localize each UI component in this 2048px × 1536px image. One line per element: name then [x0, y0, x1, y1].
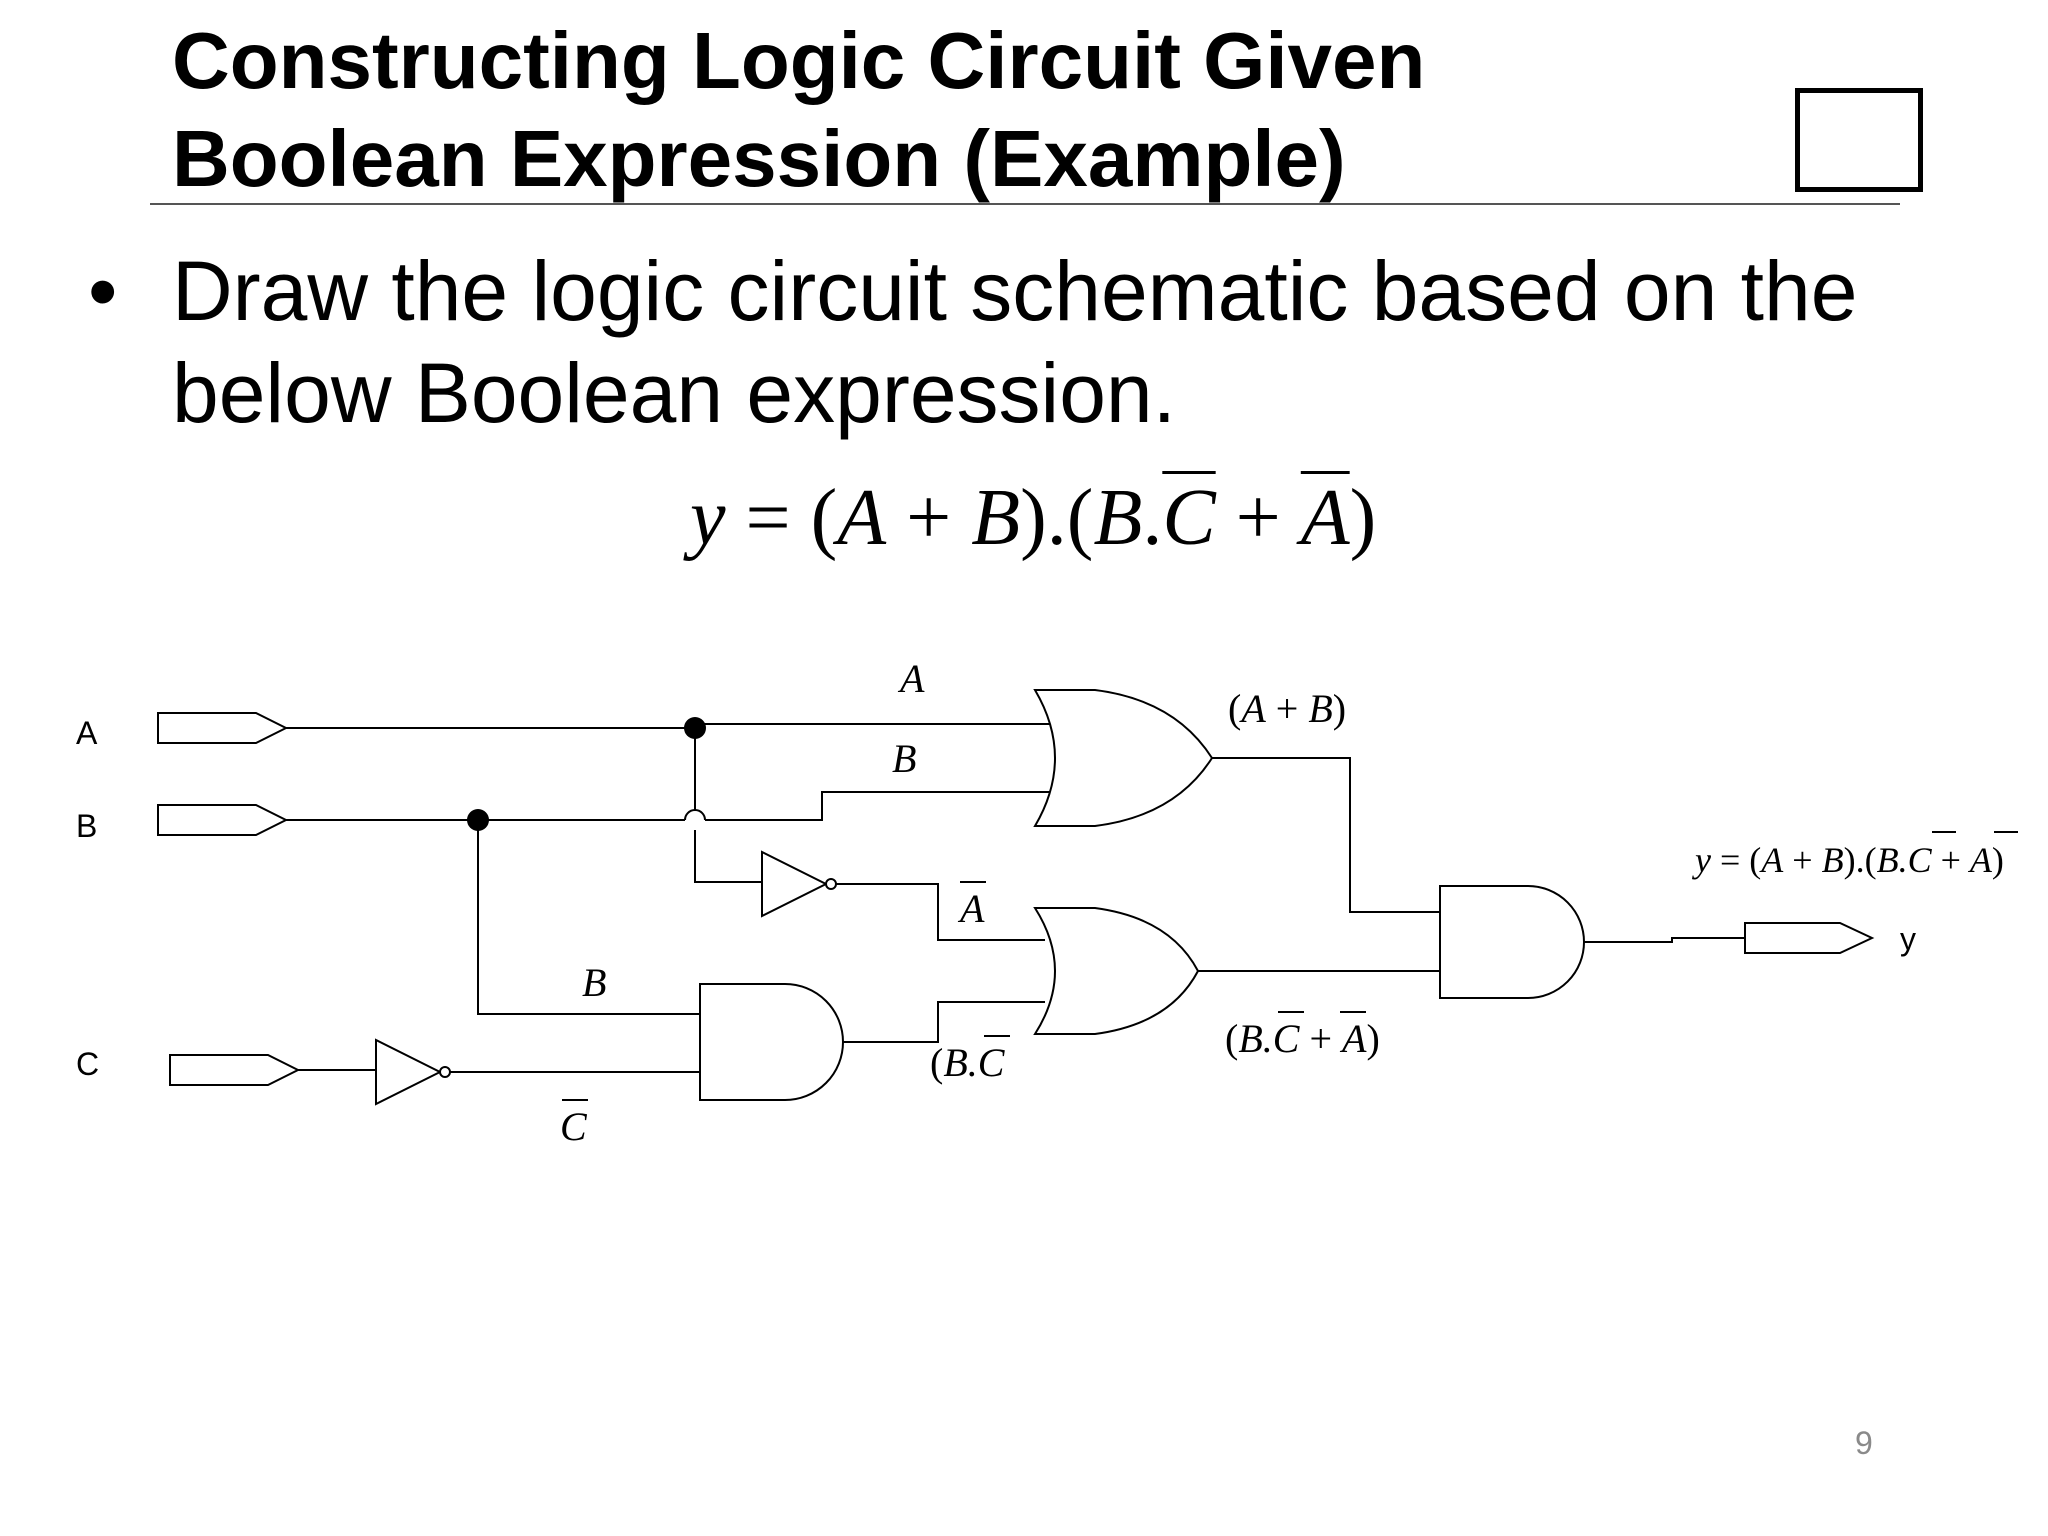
- corner-box: [1795, 88, 1923, 192]
- input-port-c: [169, 1054, 301, 1086]
- eq-y: y: [690, 474, 726, 562]
- boolean-equation: y = (A + B).(B.C + A): [690, 468, 1376, 568]
- and-gate-final: [1439, 885, 1585, 999]
- not-gate-a: [761, 850, 829, 918]
- eq-a-bar: A: [1300, 474, 1350, 562]
- output-port-y: [1744, 922, 1875, 954]
- wire-a-jump: [694, 809, 706, 821]
- not-gate-a-bubble: [825, 878, 837, 890]
- not-gate-c: [375, 1038, 443, 1106]
- wire-b-and-c-bar: [843, 1001, 1045, 1043]
- eq-b-2: B: [1093, 474, 1143, 562]
- eq-close: ): [1349, 474, 1377, 562]
- title-divider: [150, 203, 1900, 205]
- label-b-dot-c-bar: (B.C: [930, 1040, 1006, 1085]
- wire-a: [286, 723, 985, 729]
- not-gate-c-bubble: [439, 1066, 451, 1078]
- input-port-b: [157, 804, 289, 836]
- title-line-2: Boolean Expression (Example): [172, 114, 1346, 203]
- title-line-1: Constructing Logic Circuit Given: [172, 16, 1426, 105]
- eq-dot: .: [1142, 474, 1163, 562]
- or-gate-2: [1033, 907, 1200, 1035]
- label-a: A: [897, 656, 925, 701]
- bullet-line-1: Draw the logic circuit schematic based o…: [172, 244, 1858, 338]
- bullet-line-2: below Boolean expression.: [172, 346, 1176, 440]
- wire-b-2: [705, 791, 985, 821]
- output-label-y: y: [1900, 921, 1916, 957]
- or-gate-1: [1033, 689, 1214, 827]
- wire-a-plus-b: [1212, 757, 1440, 913]
- label-a-bar: A: [957, 886, 985, 931]
- junction-dot-b: [467, 809, 489, 831]
- eq-b: B: [971, 474, 1021, 562]
- wire-y: [1584, 937, 1745, 943]
- junction-dot-a: [684, 717, 706, 739]
- input-label-c: C: [76, 1046, 99, 1082]
- eq-equals: = (: [725, 474, 838, 562]
- bullet-text: Draw the logic circuit schematic based o…: [172, 240, 1972, 444]
- input-label-a: A: [76, 715, 98, 751]
- wire-a-branch-bottom: [694, 830, 762, 883]
- label-second-or: (B.C + A): [1225, 1016, 1380, 1061]
- output-expression: y = (A + B).(B.C + A): [1692, 840, 2004, 880]
- eq-mid: ).(: [1020, 474, 1094, 562]
- label-a-plus-b: (A + B): [1228, 686, 1346, 731]
- label-b-mid: B: [582, 960, 606, 1005]
- eq-plus-1: +: [886, 474, 972, 562]
- slide-title: Constructing Logic Circuit Given Boolean…: [172, 12, 1772, 208]
- bullet-marker: •: [88, 244, 118, 338]
- page-number: 9: [1855, 1425, 1873, 1461]
- wire-b-branch: [477, 820, 700, 1015]
- eq-plus-2: +: [1215, 474, 1301, 562]
- eq-a: A: [837, 474, 887, 562]
- wire-a-bar: [836, 883, 1045, 941]
- wire-a-jump-2: [684, 809, 696, 821]
- input-label-b: B: [76, 808, 97, 844]
- label-c-bar: C: [560, 1104, 588, 1149]
- input-port-a: [157, 712, 289, 744]
- and-gate-1: [699, 983, 844, 1101]
- label-b-top: B: [892, 736, 916, 781]
- eq-c-bar: C: [1162, 474, 1216, 562]
